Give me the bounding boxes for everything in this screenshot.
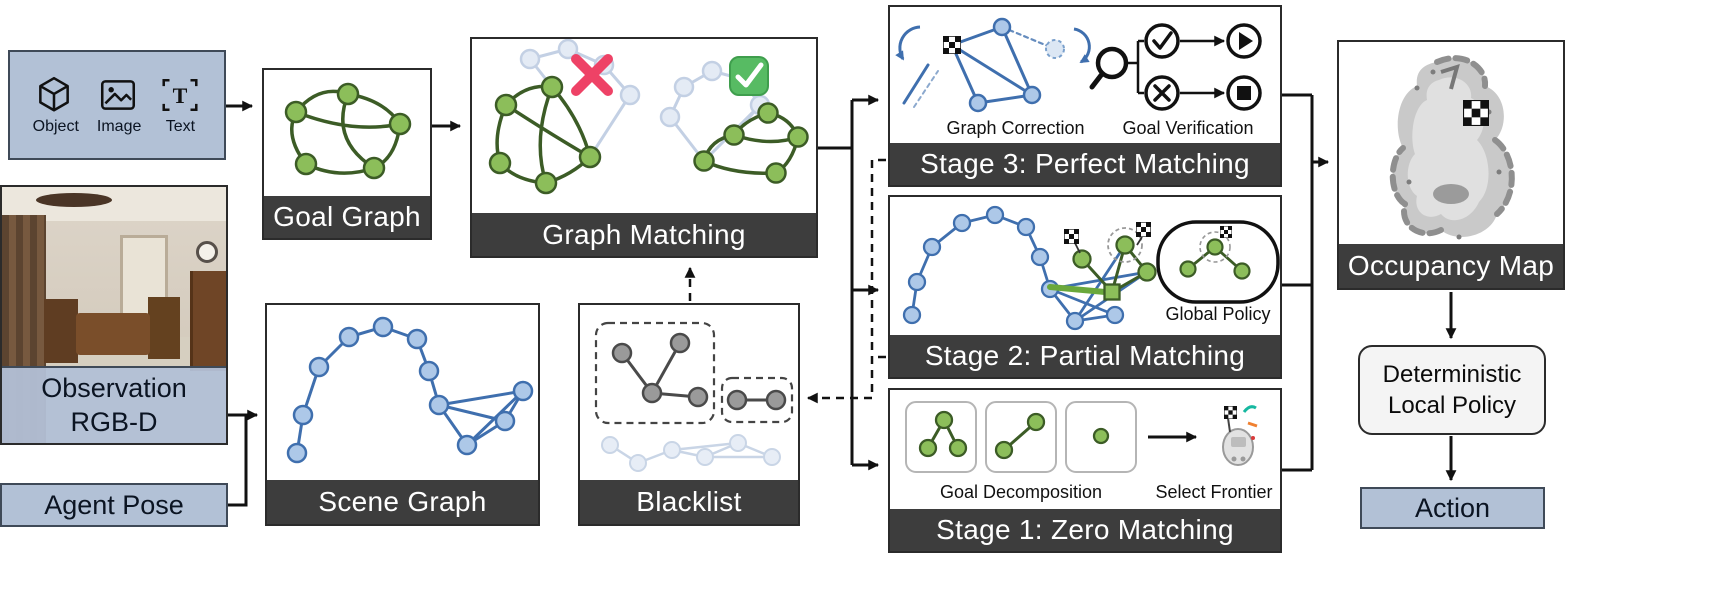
checkered-flag-icon: [1136, 222, 1151, 237]
photo-table: [76, 313, 150, 355]
stage2-title-bar: Stage 2: Partial Matching: [890, 335, 1280, 377]
graph-matching-label: Graph Matching: [542, 218, 746, 250]
modality-image: Image: [97, 74, 141, 136]
stage2-figure: [902, 205, 1280, 331]
check-circle-icon: [1144, 23, 1180, 59]
line-agentpose-join: [228, 415, 248, 507]
local-policy-line1: Deterministic: [1382, 360, 1522, 388]
magnifier-icon: [1089, 46, 1129, 90]
blacklist-figure: [594, 321, 794, 472]
modality-text: T Text: [159, 74, 201, 136]
dotted-node-icon: [1045, 39, 1065, 59]
modality-object-label: Object: [32, 118, 79, 135]
graph-matching-box: Graph Matching: [470, 37, 818, 258]
dashed-connectors: [684, 158, 886, 404]
occupancy-map-title-bar: Occupancy Map: [1339, 244, 1563, 288]
stage3-figure: [895, 17, 1262, 113]
stage3-title-bar: Stage 3: Perfect Matching: [890, 143, 1280, 185]
global-policy-capsule: [1156, 220, 1280, 304]
occupancy-map-box: Occupancy Map: [1337, 40, 1565, 290]
action-label: Action: [1414, 492, 1491, 523]
action-box: Action: [1360, 487, 1545, 529]
play-circle-icon: [1226, 23, 1262, 59]
stage1-title: Stage 1: Zero Matching: [936, 514, 1234, 545]
local-policy-line2: Local Policy: [1387, 392, 1517, 419]
agent-pose-label: Agent Pose: [44, 489, 184, 520]
observation-label-line1: Observation: [41, 372, 187, 403]
stage1-title-bar: Stage 1: Zero Matching: [890, 509, 1280, 551]
scene-graph-label: Scene Graph: [318, 486, 487, 517]
text-icon: T: [162, 79, 198, 111]
global-policy-label: Global Policy: [1165, 304, 1271, 324]
stage2-title: Stage 2: Partial Matching: [924, 340, 1246, 371]
modality-object: Object: [33, 74, 79, 136]
goal-graph-figure: [284, 82, 412, 180]
blacklist-box: Blacklist: [578, 303, 800, 526]
photo-chair-right: [148, 297, 180, 359]
stage3-box: Graph Correction Goal Verification Stage…: [888, 5, 1282, 187]
image-icon: [100, 80, 135, 110]
goal-graph-title-bar: Goal Graph: [264, 196, 430, 238]
scene-graph-box: Scene Graph: [265, 303, 540, 526]
stage1-figure: [905, 401, 1258, 473]
scene-graph-title-bar: Scene Graph: [267, 480, 538, 524]
occupancy-map-label: Occupancy Map: [1347, 250, 1555, 281]
svg-text:T: T: [173, 83, 188, 108]
green-check-icon: [729, 56, 769, 96]
checkered-flag-icon: [1224, 406, 1237, 419]
observation-image: Observation RGB-D: [0, 185, 228, 445]
observation-label: Observation RGB-D: [2, 366, 226, 443]
goal-decomposition-label: Goal Decomposition: [939, 482, 1103, 502]
stage2-box: Global Policy Stage 2: Partial Matching: [888, 195, 1282, 379]
red-cross-icon: [571, 54, 613, 96]
checkered-flag-icon: [943, 36, 961, 54]
photo-chair-left: [44, 299, 78, 363]
modality-image-label: Image: [96, 118, 142, 135]
modality-text-label: Text: [165, 118, 196, 135]
agent-pose-box: Agent Pose: [0, 483, 228, 527]
green-square-node: [1103, 283, 1121, 301]
swap-arrow-icon: [895, 25, 1091, 64]
x-circle-icon: [1144, 75, 1180, 111]
local-policy-box: Deterministic Local Policy: [1358, 345, 1546, 435]
select-frontier-label: Select Frontier: [1155, 482, 1273, 502]
goal-graph-box: Goal Graph: [262, 68, 432, 240]
graph-correction-label: Graph Correction: [946, 118, 1085, 138]
graph-matching-figure: [488, 39, 809, 195]
occupancy-map-figure: [1389, 55, 1515, 240]
robot-agent-icon: [1222, 405, 1258, 466]
checkered-flag-icon: [1064, 229, 1079, 244]
checkered-flag-icon: [1220, 226, 1232, 238]
goal-modality-box: Object Image T Text: [8, 50, 226, 160]
stage1-box: Goal Decomposition Select Frontier Stage…: [888, 388, 1282, 553]
map-marker-glyph: [1440, 64, 1460, 90]
photo-ceiling-fan: [36, 193, 112, 207]
checkered-flag-icon: [1463, 100, 1489, 126]
graph-matching-title-bar: Graph Matching: [472, 213, 816, 256]
solid-connectors: [226, 93, 1457, 507]
blacklist-title-bar: Blacklist: [580, 480, 798, 524]
blacklist-label: Blacklist: [636, 486, 742, 517]
photo-cabinet: [190, 271, 226, 371]
stop-circle-icon: [1226, 75, 1262, 111]
arrow-stages-to-blacklist: [806, 158, 886, 404]
blacklist-group-1: [594, 321, 716, 425]
goal-verification-label: Goal Verification: [1122, 118, 1254, 138]
observation-label-line2: RGB-D: [70, 406, 158, 437]
cube-icon: [38, 76, 69, 112]
blacklist-group-2: [720, 376, 794, 424]
scene-graph-figure: [286, 316, 534, 464]
goal-graph-label: Goal Graph: [273, 201, 421, 232]
stage3-title: Stage 3: Perfect Matching: [920, 148, 1250, 179]
photo-wall-clock: [196, 241, 218, 263]
